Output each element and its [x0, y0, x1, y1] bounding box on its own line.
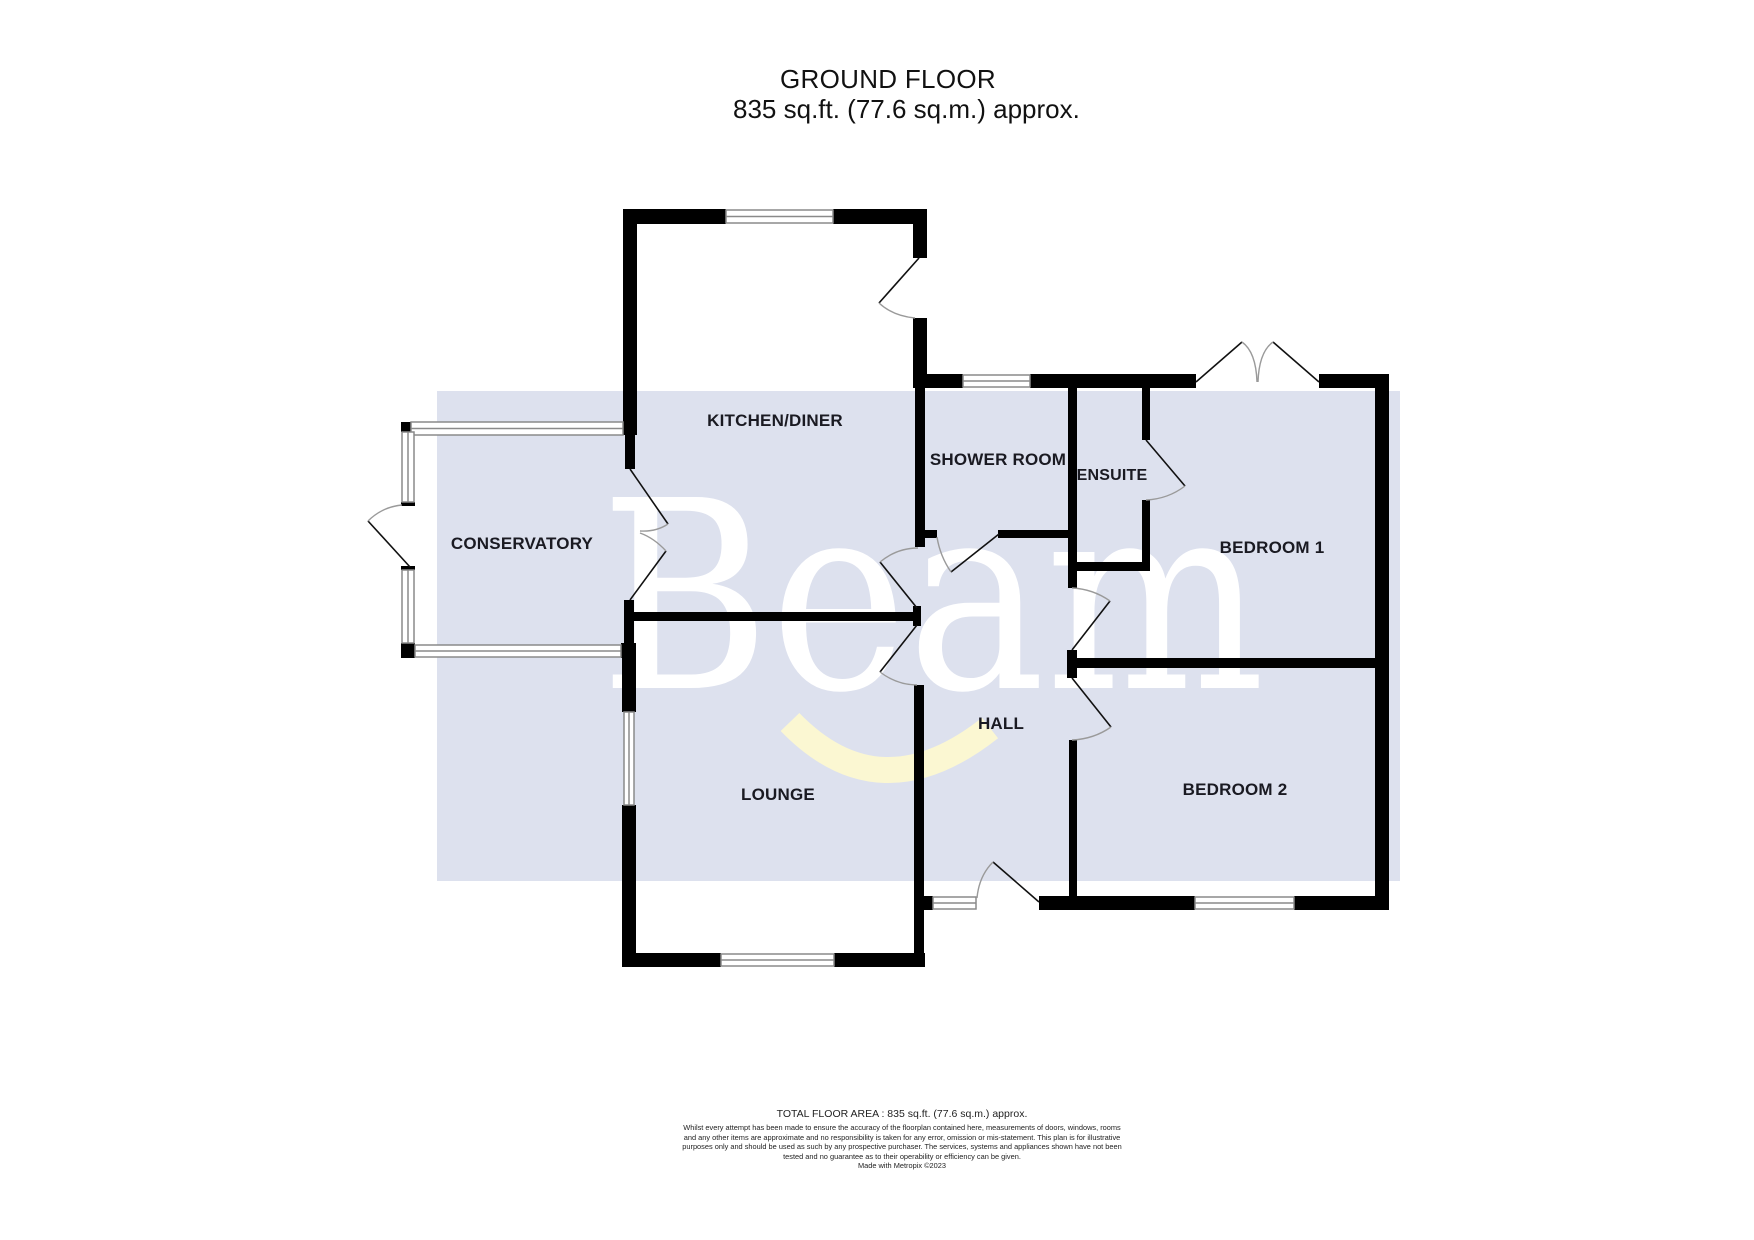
room-label-kitchen-diner: KITCHEN/DINER	[707, 411, 843, 430]
door-kitchen-external	[878, 257, 920, 319]
door-conservatory-kitchen	[629, 468, 669, 601]
disclaimer: Whilst every attempt has been made to en…	[682, 1123, 1122, 1161]
door-shower	[936, 533, 1000, 573]
door-ensuite	[1145, 439, 1186, 501]
total-floor-area: TOTAL FLOOR AREA : 835 sq.ft. (77.6 sq.m…	[776, 1108, 1028, 1120]
doors	[367, 257, 1320, 903]
room-label-bedroom-1: BEDROOM 1	[1219, 538, 1325, 557]
door-bedroom1-french	[1195, 341, 1320, 383]
room-label-bedroom-2: BEDROOM 2	[1182, 780, 1288, 799]
floor-area: 835 sq.ft. (77.6 sq.m.) approx.	[733, 94, 1080, 124]
room-label-lounge: LOUNGE	[741, 785, 815, 804]
footer: TOTAL FLOOR AREA : 835 sq.ft. (77.6 sq.m…	[677, 1108, 1127, 1171]
room-label-hall: HALL	[977, 714, 1025, 733]
watermark-smile-icon	[780, 712, 999, 783]
door-conservatory-external	[367, 504, 411, 568]
door-bedroom2	[1071, 677, 1112, 741]
door-kitchen-hall	[879, 547, 919, 609]
room-label-conservatory: CONSERVATORY	[450, 534, 594, 553]
watermark-logo: Beam	[600, 445, 1265, 750]
room-label-ensuite: ENSUITE	[1076, 467, 1148, 484]
walls	[401, 209, 1389, 967]
made-with-credit: Made with Metropix ©2023	[857, 1161, 947, 1171]
windows	[401, 209, 1295, 967]
door-front	[976, 861, 1040, 903]
floor-title: GROUND FLOOR	[780, 64, 996, 94]
door-bedroom1	[1071, 587, 1111, 651]
door-lounge-hall	[879, 624, 918, 686]
room-label-shower-room: SHOWER ROOM	[929, 450, 1067, 469]
